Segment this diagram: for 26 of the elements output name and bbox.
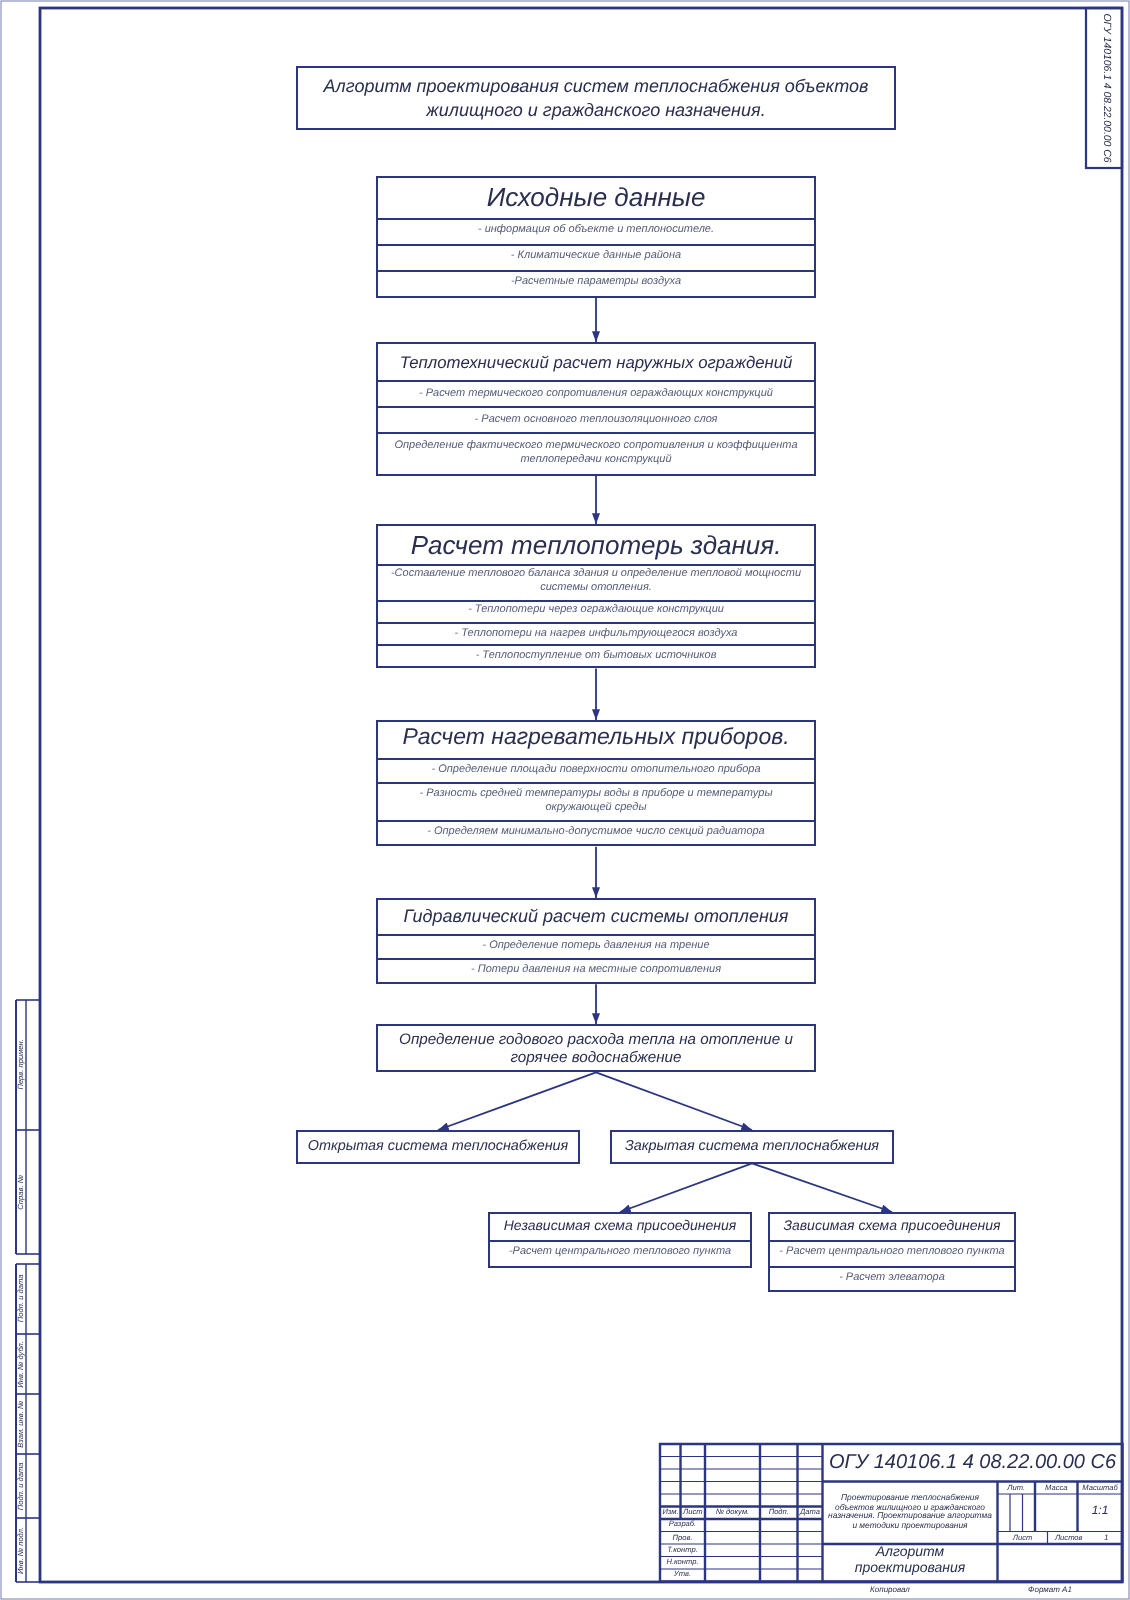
step-heading: Расчет нагревательных приборов. (378, 722, 814, 760)
process-box (376, 176, 816, 299)
arrow (592, 983, 600, 1025)
process-box (376, 1024, 816, 1073)
arrow (592, 845, 600, 899)
diagram-title: Алгоритм проектирования систем теплоснабжения объектов жилищного и гражданского назначения. (296, 66, 896, 131)
process-box (296, 1130, 580, 1164)
step-heading: Расчет теплопотерь здания. (378, 526, 814, 566)
step-heading: Гидравлический расчет системы отопления (378, 900, 814, 936)
process-box (376, 898, 816, 985)
step-heading: Исходные данные (378, 178, 814, 220)
process-box (376, 720, 816, 847)
arrow (751, 1162, 893, 1213)
arrow (437, 1071, 597, 1131)
process-box (488, 1212, 752, 1268)
arrow (592, 297, 600, 343)
arrow (592, 667, 600, 721)
process-box (376, 524, 816, 669)
process-box (610, 1130, 894, 1164)
drawing-number: ОГУ 140106.1 4 08.22.00.00 С6 (828, 1451, 1117, 1475)
arrow (592, 474, 600, 525)
process-box (768, 1212, 1016, 1292)
step-heading: Теплотехнический расчет наружных ограждений (378, 344, 814, 383)
arrow (595, 1071, 753, 1131)
process-box (376, 342, 816, 476)
arrow (619, 1162, 753, 1213)
